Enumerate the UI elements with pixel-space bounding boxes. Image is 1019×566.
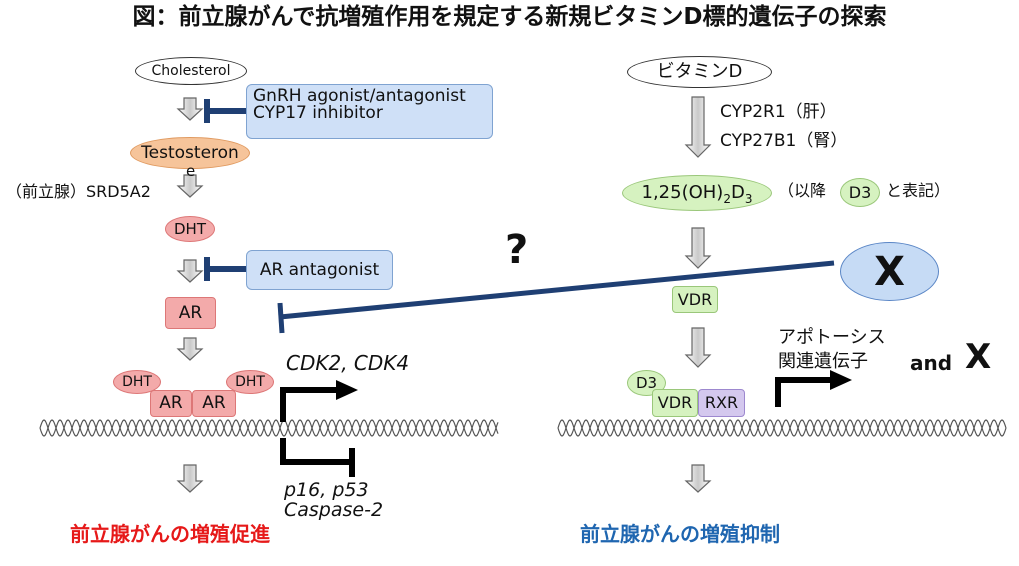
outcome-suppress: 前立腺がんの増殖抑制 <box>580 522 780 546</box>
d3-notation: D3 <box>840 178 880 207</box>
cyp2r1-label: CYP2R1（肝） <box>720 102 837 122</box>
complex-dht-right: DHT <box>226 370 274 394</box>
cyp17-label: CYP17 inhibitor <box>253 103 383 123</box>
testosterone-tail: e <box>186 162 196 180</box>
dna-left <box>39 419 499 437</box>
page-title: 図：前立腺がんで抗増殖作用を規定する新規ビタミンD標的遺伝子の探索 <box>132 4 887 30</box>
vdr-node: VDR <box>672 286 718 313</box>
block-arrow <box>176 97 204 121</box>
notation-prefix: （以降 <box>778 181 827 200</box>
promoted-genes: CDK2, CDK4 <box>286 351 410 375</box>
gnrh-label: GnRH agonist/antagonist <box>253 86 466 106</box>
gnrh-cyp17-box: GnRH agonist/antagonist CYP17 inhibitor <box>246 84 493 139</box>
and-text: and <box>910 351 953 375</box>
and-x: X <box>965 337 992 377</box>
block-arrow <box>684 464 712 493</box>
active-form-sub1: 2 <box>723 192 731 206</box>
repressed-genes-2: Caspase-2 <box>284 499 384 521</box>
active-form-sub2: 3 <box>744 192 753 206</box>
outcome-promote: 前立腺がんの増殖促進 <box>70 522 270 546</box>
repressed-genes-1: p16, p53 <box>284 479 369 501</box>
cyp27b1-label: CYP27B1（腎） <box>720 131 848 151</box>
apoptosis-label-1: アポトーシス <box>778 327 886 348</box>
question-mark: ? <box>505 227 529 273</box>
block-arrow <box>176 464 204 493</box>
dht-node: DHT <box>165 216 215 242</box>
block-arrow <box>176 259 204 283</box>
vitamin-d-node: ビタミンD <box>627 56 772 88</box>
repress-bar-left <box>280 438 355 477</box>
complex-ar-right: AR <box>192 390 236 417</box>
complex-dht-left: DHT <box>113 370 161 394</box>
cholesterol-node: Cholesterol <box>135 57 247 85</box>
block-arrow <box>684 227 712 269</box>
inhibit-ar-antagonist <box>204 257 247 281</box>
block-arrow <box>684 327 712 368</box>
apoptosis-label-2: 関連遺伝子 <box>778 351 868 372</box>
promote-arrow-right <box>775 370 852 407</box>
block-arrow <box>176 337 204 361</box>
inhibit-gnrh <box>204 99 247 123</box>
block-arrow <box>176 174 204 198</box>
ar-node: AR <box>165 297 216 329</box>
dna-right <box>557 419 1007 437</box>
promote-arrow-left <box>280 380 358 422</box>
complex-ar-left: AR <box>150 390 192 417</box>
notation-suffix: と表記） <box>886 181 951 200</box>
complex-vdr: VDR <box>652 389 698 417</box>
block-arrow <box>684 96 712 158</box>
ar-antagonist-box: AR antagonist <box>246 250 393 290</box>
x-node: X <box>840 242 939 301</box>
srd5a2-label: （前立腺）SRD5A2 <box>6 182 151 201</box>
active-form-d: D <box>730 182 745 203</box>
testosterone-node: Testosteron <box>130 137 250 169</box>
complex-rxr: RXR <box>698 389 745 417</box>
inhibit-x <box>277 260 835 334</box>
active-form-main: 1,25(OH) <box>641 182 724 203</box>
